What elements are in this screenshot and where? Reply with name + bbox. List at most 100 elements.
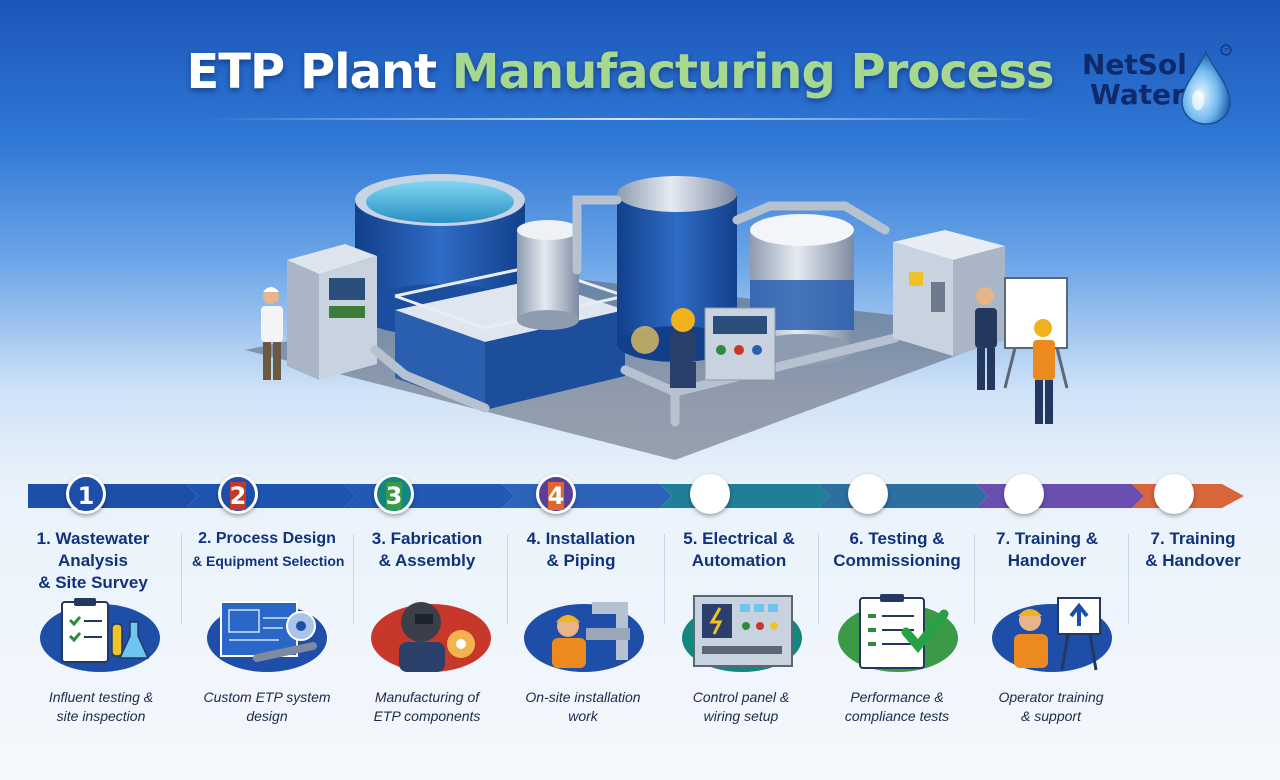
step-badge-number: 7: [1015, 482, 1033, 510]
etp-plant-illustration: [245, 174, 1069, 460]
heading-line: 6. Testing &: [849, 529, 945, 548]
heading-line: 7. Training: [1150, 529, 1236, 548]
column-divider: [1128, 534, 1129, 624]
engineer-left: [261, 287, 283, 380]
heading-line: & Piping: [546, 551, 616, 570]
step-badge-number: 1: [77, 482, 95, 510]
step-badge-number: 3: [385, 482, 403, 510]
step-3-description: Manufacturing of ETP components: [352, 688, 502, 726]
desc-line: wiring setup: [703, 708, 779, 724]
step-8-heading: 7. Training & Handover: [1118, 528, 1268, 572]
step-badge-number: 5: [701, 482, 719, 510]
step-2-description: Custom ETP system design: [192, 688, 342, 726]
clipboard-flask-icon: [40, 598, 160, 672]
step-badge-number: 4: [547, 482, 565, 510]
logo-line-2: Water: [1090, 78, 1185, 111]
desc-line: On-site installation: [525, 689, 641, 705]
heading-line: 3. Fabrication: [371, 529, 483, 548]
step-5-description: Control panel & wiring setup: [666, 688, 816, 726]
title-underline: [205, 118, 1045, 120]
desc-line: Operator training: [998, 689, 1104, 705]
desc-line: work: [568, 708, 598, 724]
step-badge-8: 7: [1154, 474, 1194, 514]
desc-line: Custom ETP system: [203, 689, 331, 705]
column-divider: [507, 534, 508, 624]
step-badge-2: 2: [218, 474, 258, 514]
step-7-heading: 7. Training & Handover: [972, 528, 1122, 572]
heading-line: 4. Installation: [526, 529, 636, 548]
pipe-network: [370, 195, 900, 427]
step-badge-number: 6: [859, 482, 877, 510]
step-badge-5: 5: [690, 474, 730, 514]
dosing-panel: [704, 307, 776, 381]
arrow-segment-2: [186, 484, 356, 508]
welder-icon: [371, 602, 491, 672]
heading-line: & Site Survey: [38, 573, 148, 592]
arrow-segment-5: [660, 484, 830, 508]
desc-line: Performance &: [850, 689, 944, 705]
trainer-board-icon: [992, 597, 1112, 672]
heading-line: Analysis: [58, 551, 128, 570]
desc-line: design: [246, 708, 288, 724]
heading-line: Handover: [1007, 551, 1087, 570]
step-6-description: Performance & compliance tests: [822, 688, 972, 726]
title-part-1: ETP Plant: [186, 44, 438, 100]
title-part-2: Manufacturing Process: [451, 44, 1055, 100]
heading-line: & Assembly: [378, 551, 476, 570]
water-drop-icon: ™: [1181, 44, 1232, 125]
heading-line: Commissioning: [833, 551, 961, 570]
page-title: ETP Plant Manufacturing Process: [0, 44, 1240, 100]
column-divider: [974, 534, 975, 624]
welder-worker: [631, 308, 696, 388]
arrow-segment-4: [502, 484, 672, 508]
heading-line: Automation: [691, 551, 787, 570]
step-badge-3: 3: [374, 474, 414, 514]
arrow-segment-3: [344, 484, 514, 508]
timeline-arrows: [28, 484, 1244, 508]
heading-line: 1. Wastewater: [36, 529, 150, 548]
control-cabinet-left: [287, 244, 377, 380]
column-divider: [353, 534, 354, 624]
column-divider: [664, 534, 665, 624]
desc-line: Manufacturing of: [374, 689, 480, 705]
step-badge-number: 7: [1165, 482, 1183, 510]
step-5-heading: 5. Electrical & Automation: [664, 528, 814, 572]
netsol-water-logo: NetSol Water ™: [1082, 44, 1252, 134]
process-timeline: [0, 476, 1280, 516]
heading-line: & Handover: [1145, 551, 1241, 570]
blueprint-gear-icon: [207, 601, 327, 672]
arrow-segment-6: [818, 484, 988, 508]
step-1-heading: 1. Wastewater Analysis & Site Survey: [18, 528, 168, 594]
heading-line: 2. Process Design: [198, 530, 336, 547]
heading-line: 5. Electrical &: [683, 529, 795, 548]
step-3-heading: 3. Fabrication & Assembly: [352, 528, 502, 572]
trainer-with-board: [975, 277, 1069, 424]
heading-line: & Equipment Selection: [192, 553, 345, 569]
desc-line: compliance tests: [844, 708, 950, 724]
step-7-description: Operator training & support: [976, 688, 1126, 726]
step-badge-1: 1: [66, 474, 106, 514]
desc-line: & support: [1021, 708, 1081, 724]
logo-trademark: ™: [1224, 48, 1230, 55]
clarifier-tank: [517, 220, 579, 330]
desc-line: Control panel &: [692, 689, 790, 705]
step-badge-number: 2: [229, 482, 247, 510]
column-divider: [181, 534, 182, 624]
arrow-segment-1: [28, 484, 198, 508]
checklist-icon: [838, 594, 958, 672]
step-6-heading: 6. Testing & Commissioning: [822, 528, 972, 572]
logo-line-1: NetSol: [1082, 48, 1187, 81]
step-badge-4: 4: [536, 474, 576, 514]
desc-line: Influent testing &: [48, 689, 154, 705]
control-panel-icon: [682, 595, 802, 672]
heading-line: 7. Training &: [995, 529, 1099, 548]
arrow-segment-7: [976, 484, 1144, 508]
step-1-description: Influent testing & site inspection: [26, 688, 176, 726]
step-4-description: On-site installation work: [508, 688, 658, 726]
column-divider: [818, 534, 819, 624]
step-badge-6: 6: [848, 474, 888, 514]
pipe-worker-icon: [524, 602, 644, 672]
desc-line: site inspection: [56, 708, 146, 724]
step-badge-7: 7: [1004, 474, 1044, 514]
